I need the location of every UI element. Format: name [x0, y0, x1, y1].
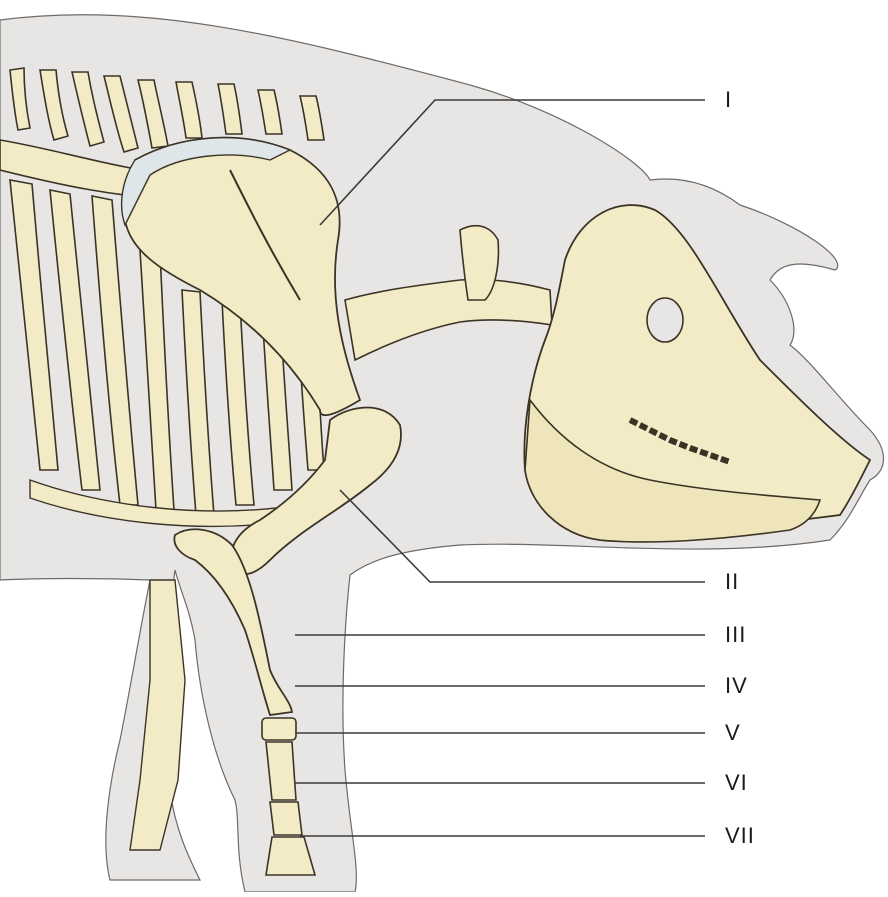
label-III: III — [725, 624, 746, 646]
label-V: V — [725, 722, 741, 744]
proximal-phalanges — [270, 802, 302, 835]
carpal-bones — [262, 718, 296, 740]
label-VII: VII — [725, 825, 755, 847]
orbit — [647, 298, 683, 342]
metacarpal-bones — [266, 742, 296, 800]
label-IV: IV — [725, 675, 748, 697]
label-I: I — [725, 89, 732, 111]
atlas-wing — [460, 226, 498, 300]
label-VI: VI — [725, 772, 748, 794]
label-II: II — [725, 571, 739, 593]
